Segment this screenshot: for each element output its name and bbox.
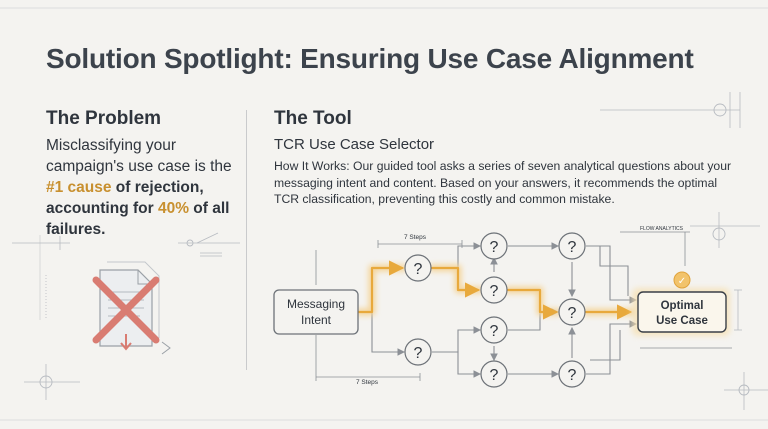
steps-label-top: 7 Steps bbox=[404, 234, 427, 241]
question-node-3: ? bbox=[480, 232, 508, 260]
flow-connectors bbox=[358, 242, 638, 378]
start-node-label-line1: Messaging bbox=[287, 297, 345, 311]
question-node-9: ? bbox=[558, 360, 586, 388]
question-node-7: ? bbox=[558, 232, 586, 260]
question-icon: ? bbox=[568, 367, 577, 384]
tool-heading: The Tool bbox=[274, 108, 352, 129]
slide-title: Solution Spotlight: Ensuring Use Case Al… bbox=[46, 43, 694, 74]
flow-analytics-tag: FLOW ANALYTICS bbox=[640, 226, 684, 232]
problem-text-1: Misclassifying your campaign's use case … bbox=[46, 137, 232, 175]
blueprint-decorations bbox=[0, 7, 768, 421]
question-icon: ? bbox=[490, 283, 499, 300]
question-icon: ? bbox=[414, 345, 423, 362]
end-node-label-line2: Use Case bbox=[656, 315, 708, 327]
steps-label-bottom: 7 Steps bbox=[356, 379, 379, 386]
checkmark-glyph: ✓ bbox=[678, 276, 686, 287]
question-icon: ? bbox=[568, 305, 577, 322]
tool-subheading: TCR Use Case Selector bbox=[274, 136, 435, 153]
question-node-2: ? bbox=[404, 338, 432, 366]
optimal-path bbox=[354, 260, 636, 320]
question-node-5: ? bbox=[480, 316, 508, 344]
question-icon: ? bbox=[490, 323, 499, 340]
crosshair-icon bbox=[39, 103, 750, 396]
problem-text-3: of all failures. bbox=[46, 200, 230, 238]
messaging-intent-node: Messaging Intent bbox=[273, 289, 359, 335]
question-icon: ? bbox=[490, 239, 499, 256]
checkmark-icon: ✓ bbox=[673, 271, 691, 289]
column-divider bbox=[246, 110, 247, 370]
rejected-document-icon bbox=[92, 261, 171, 355]
problem-heading: The Problem bbox=[46, 108, 162, 129]
tool-description: How It Works: Our guided tool asks a ser… bbox=[274, 159, 732, 206]
problem-statement: Misclassifying your campaign's use case … bbox=[46, 135, 236, 240]
problem-highlight-cause: #1 cause bbox=[46, 179, 112, 196]
question-nodes: ? ? ? ? ? ? ? ? bbox=[404, 232, 586, 388]
end-node-label-line1: Optimal bbox=[661, 300, 704, 312]
dimension-markers bbox=[315, 231, 732, 381]
problem-text-2: of rejection, accounting for bbox=[46, 179, 204, 217]
question-node-8: ? bbox=[558, 298, 586, 326]
problem-highlight-percent: 40% bbox=[157, 200, 189, 217]
optimal-use-case-node: Optimal Use Case bbox=[632, 288, 730, 336]
question-icon: ? bbox=[490, 367, 499, 384]
question-node-6: ? bbox=[480, 360, 508, 388]
question-icon: ? bbox=[414, 261, 423, 278]
question-icon: ? bbox=[568, 239, 577, 256]
start-node-label-line2: Intent bbox=[301, 313, 332, 327]
question-node-4: ? bbox=[480, 276, 508, 304]
question-node-1: ? bbox=[404, 254, 432, 282]
